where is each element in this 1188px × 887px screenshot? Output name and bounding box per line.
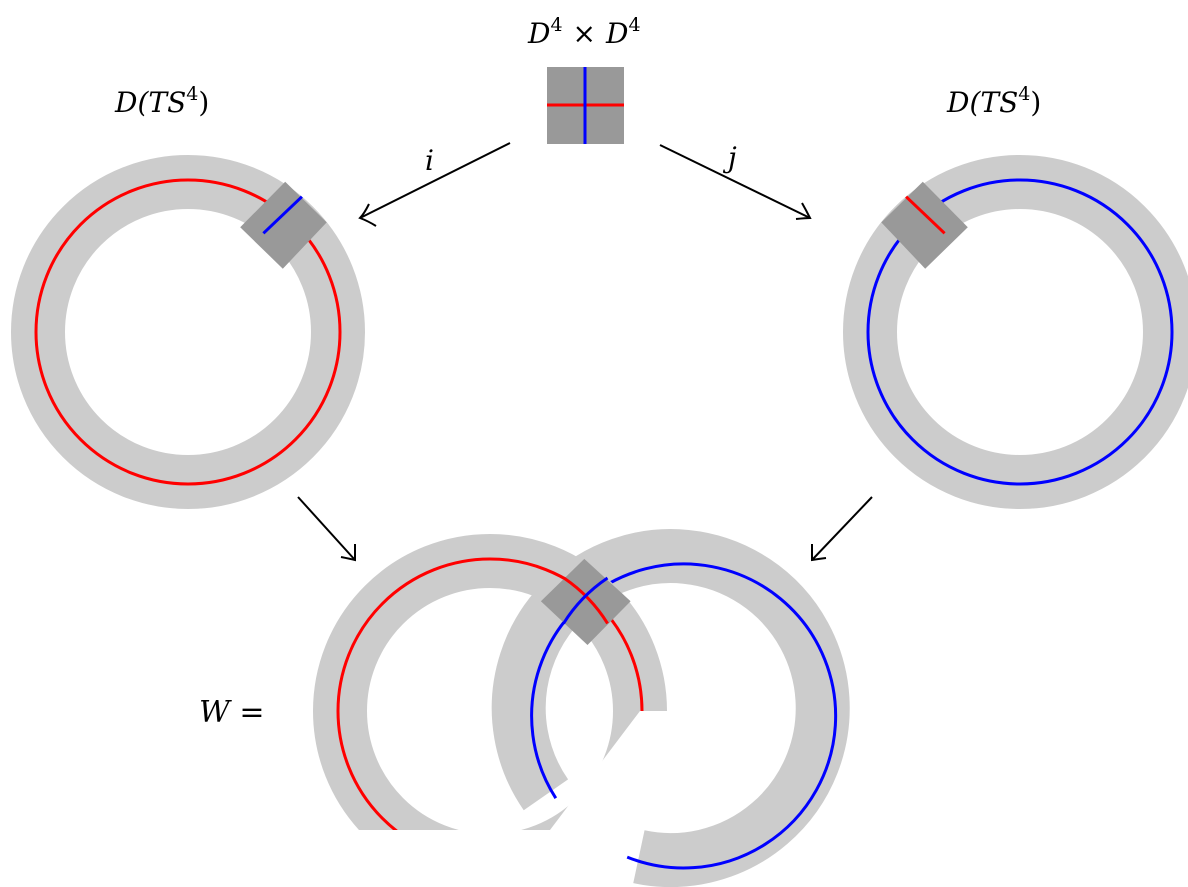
left-fiber-blue xyxy=(262,195,303,235)
right-annulus xyxy=(843,155,1188,509)
right-plumbing-patch xyxy=(881,181,968,269)
W-left-annulus xyxy=(313,534,667,830)
W-right-zero-section-blue xyxy=(530,562,838,870)
product-square xyxy=(547,67,624,144)
right-fiber-red xyxy=(905,195,946,235)
right-bundle-label: D(TS4) xyxy=(946,83,1041,119)
map-j-label: j xyxy=(722,141,737,174)
right-zero-section-blue xyxy=(866,178,1174,486)
W-label: W = xyxy=(199,695,265,730)
W-plumbing-patch xyxy=(540,558,631,645)
map-i-label: i xyxy=(425,144,434,177)
map-i-arrow xyxy=(358,142,511,227)
left-plumbing-patch xyxy=(240,181,327,269)
W-patch-red-core xyxy=(563,576,609,625)
left-bundle-label: D(TS4) xyxy=(114,83,209,119)
left-zero-section-red xyxy=(34,178,342,486)
map-j-arrow xyxy=(659,144,812,220)
right-to-W-arrow xyxy=(811,496,873,562)
right-disk-bundle xyxy=(843,155,1188,509)
W-left-ring xyxy=(313,534,667,830)
W-left-zero-section-red xyxy=(336,557,644,830)
left-to-W-arrow xyxy=(297,496,356,562)
left-annulus xyxy=(11,155,365,509)
plumbed-manifold-W xyxy=(313,529,850,887)
left-disk-bundle xyxy=(11,155,365,509)
W-patch-blue-core xyxy=(562,576,609,625)
product-label: D4×D4 xyxy=(527,14,641,50)
